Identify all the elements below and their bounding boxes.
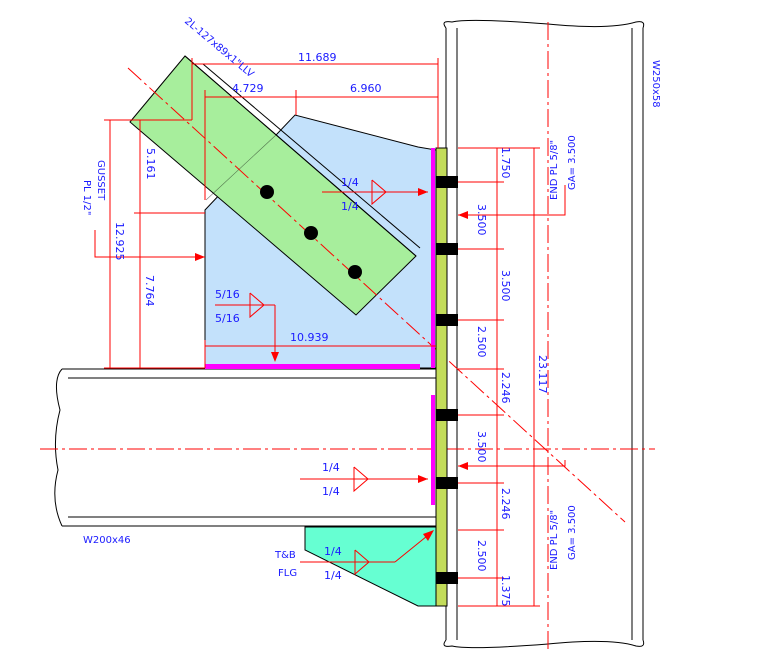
end-plate-top-label-1: END PL 5/8" [549, 140, 560, 200]
end-plate-bottom-label-2: GA= 3.500 [567, 505, 578, 560]
dim-horiz-right: 6.960 [350, 82, 382, 95]
weld-gusset-top: 5/16 [215, 288, 240, 301]
dim-gusset-upper: 5.161 [144, 148, 157, 180]
dim-gusset-width: 10.939 [290, 331, 329, 344]
beam-member [40, 368, 655, 527]
column-label: W250x58 [650, 60, 661, 108]
brace-member [127, 55, 626, 523]
weld-brace-bot: 1/4 [341, 200, 359, 213]
end-plate-top-label-2: GA= 3.500 [567, 135, 578, 190]
dimension-lines [94, 58, 566, 607]
end-plate-bottom-label-1: END PL 5/8" [549, 510, 560, 570]
dim-plate-total: 23.117 [536, 355, 549, 394]
dim-gusset-lower: 7.764 [143, 275, 156, 307]
weld-web-top: 1/4 [322, 461, 340, 474]
weld-lines [205, 148, 435, 505]
dim-bolt-sp-3: 2.500 [475, 326, 488, 358]
column-member [443, 19, 645, 650]
dim-gusset-height: 12.925 [113, 222, 126, 261]
dim-bolt-sp-2: 3.500 [499, 270, 512, 302]
weld-gusset-bot: 5/16 [215, 312, 240, 325]
dim-bolt-sp-1: 3.500 [475, 204, 488, 236]
weld-symbols [215, 179, 434, 576]
end-plate [435, 147, 448, 607]
dim-horiz-left: 4.729 [232, 82, 264, 95]
dim-bolt-sp-4: 2.246 [499, 372, 512, 404]
weld-flange-label-2: FLG [278, 568, 297, 579]
dim-horiz-total: 11.689 [298, 51, 337, 64]
beam-label: W200x46 [83, 535, 131, 546]
flange-stiffener [304, 526, 437, 607]
dim-bolt-edge-bot: 1.375 [499, 575, 512, 607]
weld-flange-bot: 1/4 [324, 569, 342, 582]
dim-bolt-sp-6: 2.246 [499, 488, 512, 520]
bolt-group [260, 176, 458, 584]
weld-brace-top: 1/4 [341, 176, 359, 189]
dim-bolt-edge-top: 1.750 [499, 147, 512, 179]
weld-flange-label-1: T&B [274, 550, 296, 561]
gusset-label-line1: GUSSET [95, 160, 106, 201]
weld-web-bot: 1/4 [322, 485, 340, 498]
weld-flange-top: 1/4 [324, 545, 342, 558]
dim-bolt-sp-5: 3.500 [475, 431, 488, 463]
gusset-label-line2: PL 1/2" [81, 180, 92, 215]
dim-bolt-sp-7: 2.500 [475, 540, 488, 572]
